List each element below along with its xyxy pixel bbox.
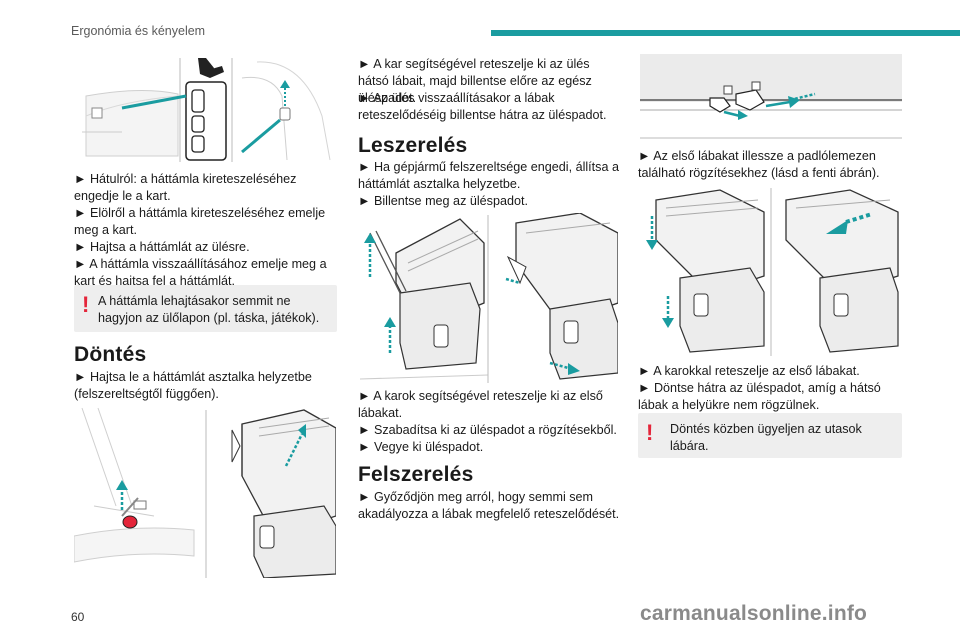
page-number: 60 bbox=[71, 610, 85, 624]
figure-backrest-lever bbox=[82, 56, 334, 164]
dontes-text: ► Hajtsa le a háttámlát asztalka helyzet… bbox=[74, 370, 312, 401]
removal-step-1: ► Ha gépjármű felszereltsége engedi, áll… bbox=[358, 160, 619, 191]
intro-step-2: ► Az ülés visszaállításakor a lábak rete… bbox=[358, 91, 607, 122]
heading-leszereles: Leszerelés bbox=[358, 134, 468, 157]
step-4: ► A háttámla visszaállításához emelje me… bbox=[74, 257, 327, 288]
warning-icon: ! bbox=[82, 292, 90, 317]
lock-step-1: ► A karokkal reteszelje az első lábakat. bbox=[638, 364, 860, 378]
lock-step-2: ► Döntse hátra az üléspadot, amíg a háts… bbox=[638, 381, 881, 412]
figure-lock-legs bbox=[640, 186, 902, 356]
section-title: Ergonómia és kényelem bbox=[71, 24, 206, 38]
step-3: ► Hajtsa a háttámlát az ülésre. bbox=[74, 240, 250, 254]
heading-dontes: Döntés bbox=[74, 343, 147, 366]
front-legs-step: ► Az első lábakat illessze a padlólemeze… bbox=[638, 149, 880, 180]
figure-floor-anchors bbox=[640, 54, 902, 142]
intro-step-1: ► A kar segítségével reteszelje ki az ül… bbox=[358, 57, 592, 105]
step-2: ► Elölről a háttámla kireteszeléséhez em… bbox=[74, 206, 326, 237]
header-accent-bar bbox=[491, 30, 960, 36]
watermark: carmanualsonline.info bbox=[640, 602, 868, 625]
warning-box: ! A háttámla lehajtásakor semmit ne hagy… bbox=[74, 285, 337, 332]
warning-text-2: Döntés közben ügyeljen az utasok lábára. bbox=[670, 422, 862, 453]
warning-icon-2: ! bbox=[646, 420, 654, 445]
heading-felszereles: Felszerelés bbox=[358, 463, 474, 486]
removal-step-5: ► Vegye ki üléspadot. bbox=[358, 440, 484, 454]
warning-text: A háttámla lehajtásakor semmit ne hagyjo… bbox=[98, 294, 320, 325]
removal-step-4: ► Szabadítsa ki az üléspadot a rögzítése… bbox=[358, 423, 617, 437]
step-1: ► Hátulról: a háttámla kireteszeléséhez … bbox=[74, 172, 297, 203]
removal-step-2: ► Billentse meg az üléspadot. bbox=[358, 194, 528, 208]
removal-step-3: ► A karok segítségével reteszelje ki az … bbox=[358, 389, 603, 420]
install-text: ► Győződjön meg arról, hogy semmi sem ak… bbox=[358, 490, 620, 521]
figure-table-position bbox=[74, 406, 336, 578]
warning-box-2: ! Döntés közben ügyeljen az utasok lábár… bbox=[638, 413, 902, 458]
figure-tilt-seat bbox=[360, 213, 618, 383]
